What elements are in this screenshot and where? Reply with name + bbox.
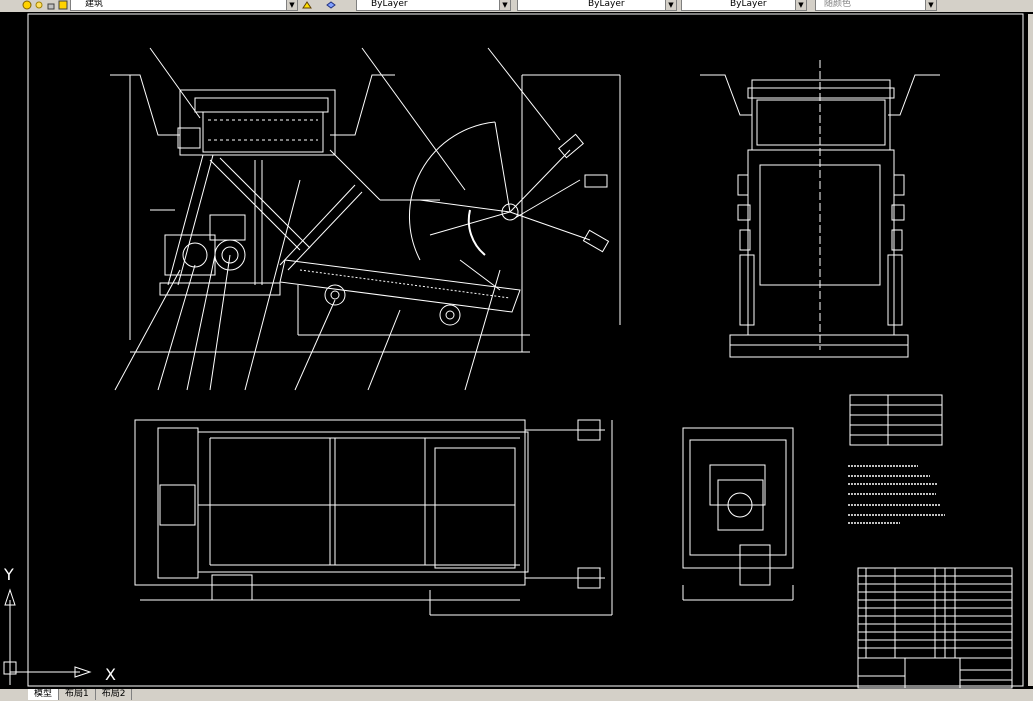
layer-previous-icon[interactable]	[326, 0, 336, 10]
layer-bulb-icon[interactable]	[22, 0, 32, 10]
parameter-table	[849, 394, 943, 446]
chevron-down-icon[interactable]: ▼	[665, 0, 676, 10]
tab-model[interactable]: 模型	[28, 689, 60, 700]
layer-lock-icon[interactable]	[46, 0, 56, 10]
tab-layout2[interactable]: 布局2	[96, 689, 133, 700]
layer-combo[interactable]: 建筑 ▼	[70, 0, 298, 11]
layer-sun-icon[interactable]	[34, 0, 44, 10]
ucs-y-label: Y	[3, 565, 14, 584]
chevron-down-icon[interactable]: ▼	[286, 0, 297, 10]
plotstyle-combo[interactable]: 随颜色 ▼	[815, 0, 937, 11]
chevron-down-icon[interactable]: ▼	[925, 0, 936, 10]
chevron-down-icon[interactable]: ▼	[499, 0, 510, 10]
chevron-down-icon[interactable]: ▼	[795, 0, 806, 10]
lineweight-combo-value: ByLayer	[730, 0, 767, 9]
layer-combo-value: 建筑	[85, 0, 104, 9]
layer-color-icon[interactable]	[58, 0, 68, 10]
color-combo[interactable]: ByLayer ▼	[356, 0, 511, 11]
plotstyle-combo-value: 随颜色	[824, 0, 852, 9]
properties-toolbar: 建筑 ▼ ByLayer ▼ ByLayer ▼ ByLayer ▼ 随颜色 ▼	[0, 0, 1033, 12]
lineweight-combo[interactable]: ByLayer ▼	[681, 0, 807, 11]
end-elevation-view	[700, 60, 940, 358]
title-block	[857, 567, 1013, 689]
ucs-icon: X Y	[3, 565, 116, 685]
tab-layout1[interactable]: 布局1	[59, 689, 96, 700]
make-layer-current-icon[interactable]	[302, 0, 312, 10]
technical-notes	[848, 465, 945, 524]
side-elevation-view	[110, 47, 621, 391]
section-view	[682, 427, 794, 601]
linetype-combo[interactable]: ByLayer ▼	[517, 0, 677, 11]
linetype-combo-value: ByLayer	[588, 0, 625, 9]
plan-view	[134, 419, 613, 616]
color-combo-value: ByLayer	[371, 0, 408, 9]
vertical-scrollbar[interactable]	[1028, 14, 1033, 686]
drawing-frame	[27, 13, 1024, 687]
drawing-canvas[interactable]: X Y	[0, 12, 1033, 689]
ucs-x-label: X	[105, 665, 116, 684]
